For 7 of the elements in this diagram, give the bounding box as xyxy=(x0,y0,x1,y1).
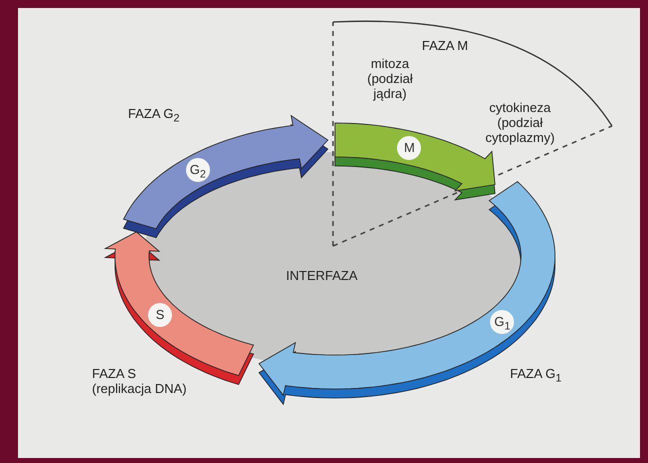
sector-title: FAZA M xyxy=(420,38,470,53)
process-caption: cytokineza (podział cytoplazmy) xyxy=(484,100,556,145)
phase-caption: FAZA S (replikacja DNA) xyxy=(92,366,188,396)
phase-caption: FAZA G$_{2}$ xyxy=(128,106,180,127)
phase-caption: FAZA G$_{1}$ xyxy=(510,366,562,387)
region-label: INTERFAZA xyxy=(286,268,359,283)
process-caption: mitoza (podział jądra) xyxy=(366,56,414,101)
